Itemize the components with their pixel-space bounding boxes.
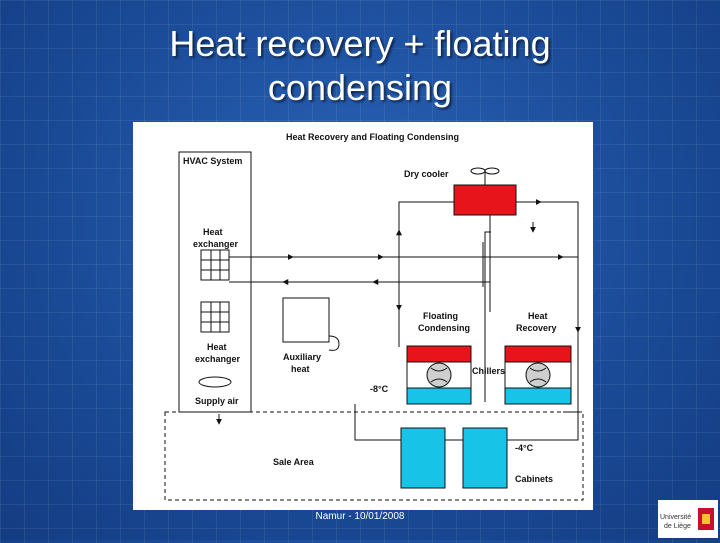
dry-cooler-fan-icon	[470, 167, 500, 185]
diagram-canvas: Heat Recovery and Floating Condensing HV…	[164, 132, 584, 501]
heat-recovery-label-2: Recovery	[516, 323, 557, 333]
heat-exchanger-bottom-label-2: exchanger	[195, 354, 241, 364]
heat-recovery-label-1: Heat	[528, 311, 548, 321]
slide-footer: Seminaire Energie Distribution Namur - 1…	[260, 502, 460, 522]
supply-air-label: Supply air	[195, 396, 239, 406]
university-logo: Université de Liège	[658, 500, 718, 538]
cabinets-label: Cabinets	[515, 474, 553, 484]
cabinet-left	[400, 427, 446, 489]
logo-crest-icon	[702, 514, 710, 524]
footer-date: Namur - 10/01/2008	[315, 511, 405, 522]
logo-line-1: Université	[660, 514, 691, 521]
heat-exchanger-top-label-1: Heat	[203, 227, 223, 237]
temp-minus-4-label: -4°C	[515, 443, 534, 453]
cabinet-right	[462, 427, 508, 489]
footer-faded-text: Seminaire Energie Distribution	[305, 502, 415, 511]
dry-cooler-unit	[453, 184, 517, 216]
cabinet-piping	[354, 404, 579, 441]
heat-exchanger-bottom-coil	[200, 301, 230, 333]
heat-exchanger-top-label-2: exchanger	[193, 239, 239, 249]
heat-exchanger-bottom-label-1: Heat	[207, 342, 227, 352]
heat-exchanger-top-coil	[200, 249, 230, 281]
auxiliary-heat-connector	[328, 335, 340, 351]
temp-minus-8-label: -8°C	[370, 384, 389, 394]
logo-line-2: de Liège	[664, 523, 691, 530]
supply-fan	[198, 376, 232, 388]
chiller-right	[504, 345, 572, 405]
slide-title-line-1: Heat recovery + floating	[169, 23, 551, 64]
heat-recovery-diagram: Heat Recovery and Floating Condensing HV…	[133, 122, 593, 510]
diagram-title: Heat Recovery and Floating Condensing	[286, 132, 459, 142]
university-logo-mark: Université de Liège	[660, 508, 714, 530]
sale-area-label: Sale Area	[273, 457, 315, 467]
dry-cooler-label: Dry cooler	[404, 169, 449, 179]
chiller-left	[406, 345, 472, 405]
sale-area-box	[164, 411, 584, 501]
auxiliary-heat-label-2: heat	[291, 364, 310, 374]
auxiliary-heat-label-1: Auxiliary	[283, 352, 321, 362]
chillers-label: Chillers	[472, 366, 505, 376]
hvac-system-label: HVAC System	[183, 156, 242, 166]
floating-condensing-label-1: Floating	[423, 311, 458, 321]
slide-title: Heat recovery + floating condensing	[0, 22, 720, 110]
slide-title-line-2: condensing	[267, 67, 453, 108]
auxiliary-heat-box	[282, 297, 330, 343]
floating-condensing-label-2: Condensing	[418, 323, 470, 333]
